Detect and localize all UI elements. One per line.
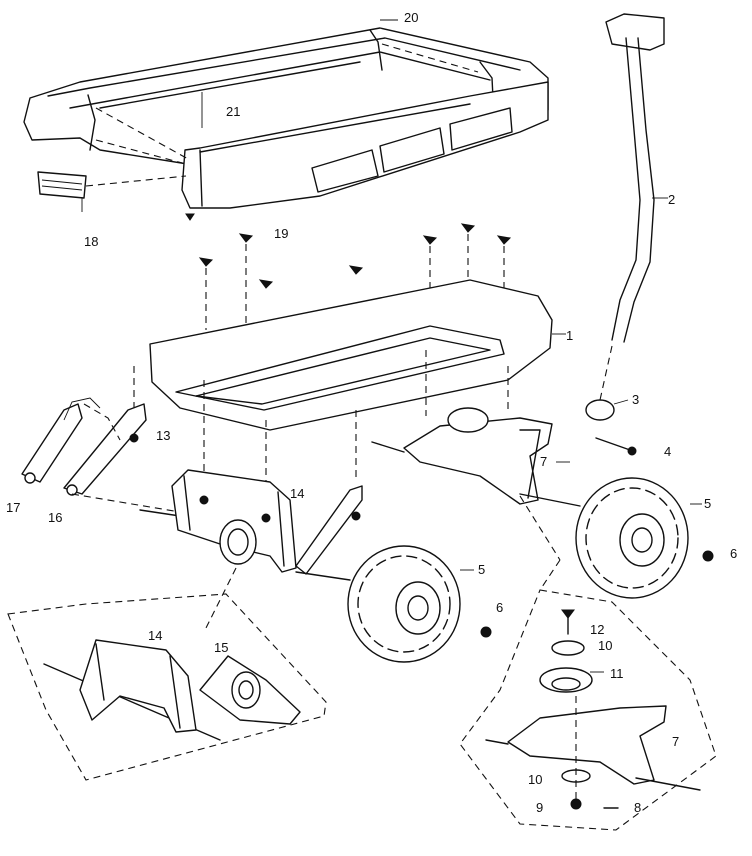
callout-6-right: 6 — [730, 546, 737, 561]
rear-left-wheel — [347, 545, 492, 663]
callout-10-upper: 10 — [598, 638, 612, 653]
callout-15: 15 — [214, 640, 228, 655]
callout-21: 21 — [226, 104, 240, 119]
callout-9: 9 — [536, 800, 543, 815]
wagon-body — [149, 279, 566, 431]
front-steering-detail-inset — [459, 589, 717, 831]
callout-19: 19 — [274, 226, 288, 241]
nameplate-badge — [37, 171, 87, 212]
front-steering-assembly — [371, 407, 581, 507]
handle-nut — [585, 399, 629, 421]
callout-20: 20 — [404, 10, 418, 25]
callout-12: 12 — [590, 622, 604, 637]
rear-axle-bracket — [171, 469, 363, 581]
callout-5-right: 5 — [704, 496, 711, 511]
callout-5-left: 5 — [478, 562, 485, 577]
callout-7-inset: 7 — [672, 734, 679, 749]
rear-leg-braces — [21, 397, 147, 496]
callout-8: 8 — [634, 800, 641, 815]
callout-13: 13 — [156, 428, 170, 443]
callout-labels: 20 21 2 18 19 1 3 4 13 7 14 17 16 5 6 5 … — [6, 10, 737, 815]
callout-18: 18 — [84, 234, 98, 249]
pivot-bolt — [595, 437, 637, 456]
callout-14-main: 14 — [290, 486, 304, 501]
callout-14-inset: 14 — [148, 628, 162, 643]
pull-handle — [605, 13, 668, 343]
top-rail-lower — [181, 81, 549, 209]
front-right-wheel — [575, 477, 714, 599]
callout-3: 3 — [632, 392, 639, 407]
callout-2: 2 — [668, 192, 675, 207]
callout-7: 7 — [540, 454, 547, 469]
callout-16: 16 — [48, 510, 62, 525]
callout-6-left: 6 — [496, 600, 503, 615]
callout-10-lower: 10 — [528, 772, 542, 787]
callout-11: 11 — [610, 666, 624, 681]
rear-axle-detail-inset — [7, 567, 327, 781]
callout-1: 1 — [566, 328, 573, 343]
callout-4: 4 — [664, 444, 671, 459]
callout-17: 17 — [6, 500, 20, 515]
